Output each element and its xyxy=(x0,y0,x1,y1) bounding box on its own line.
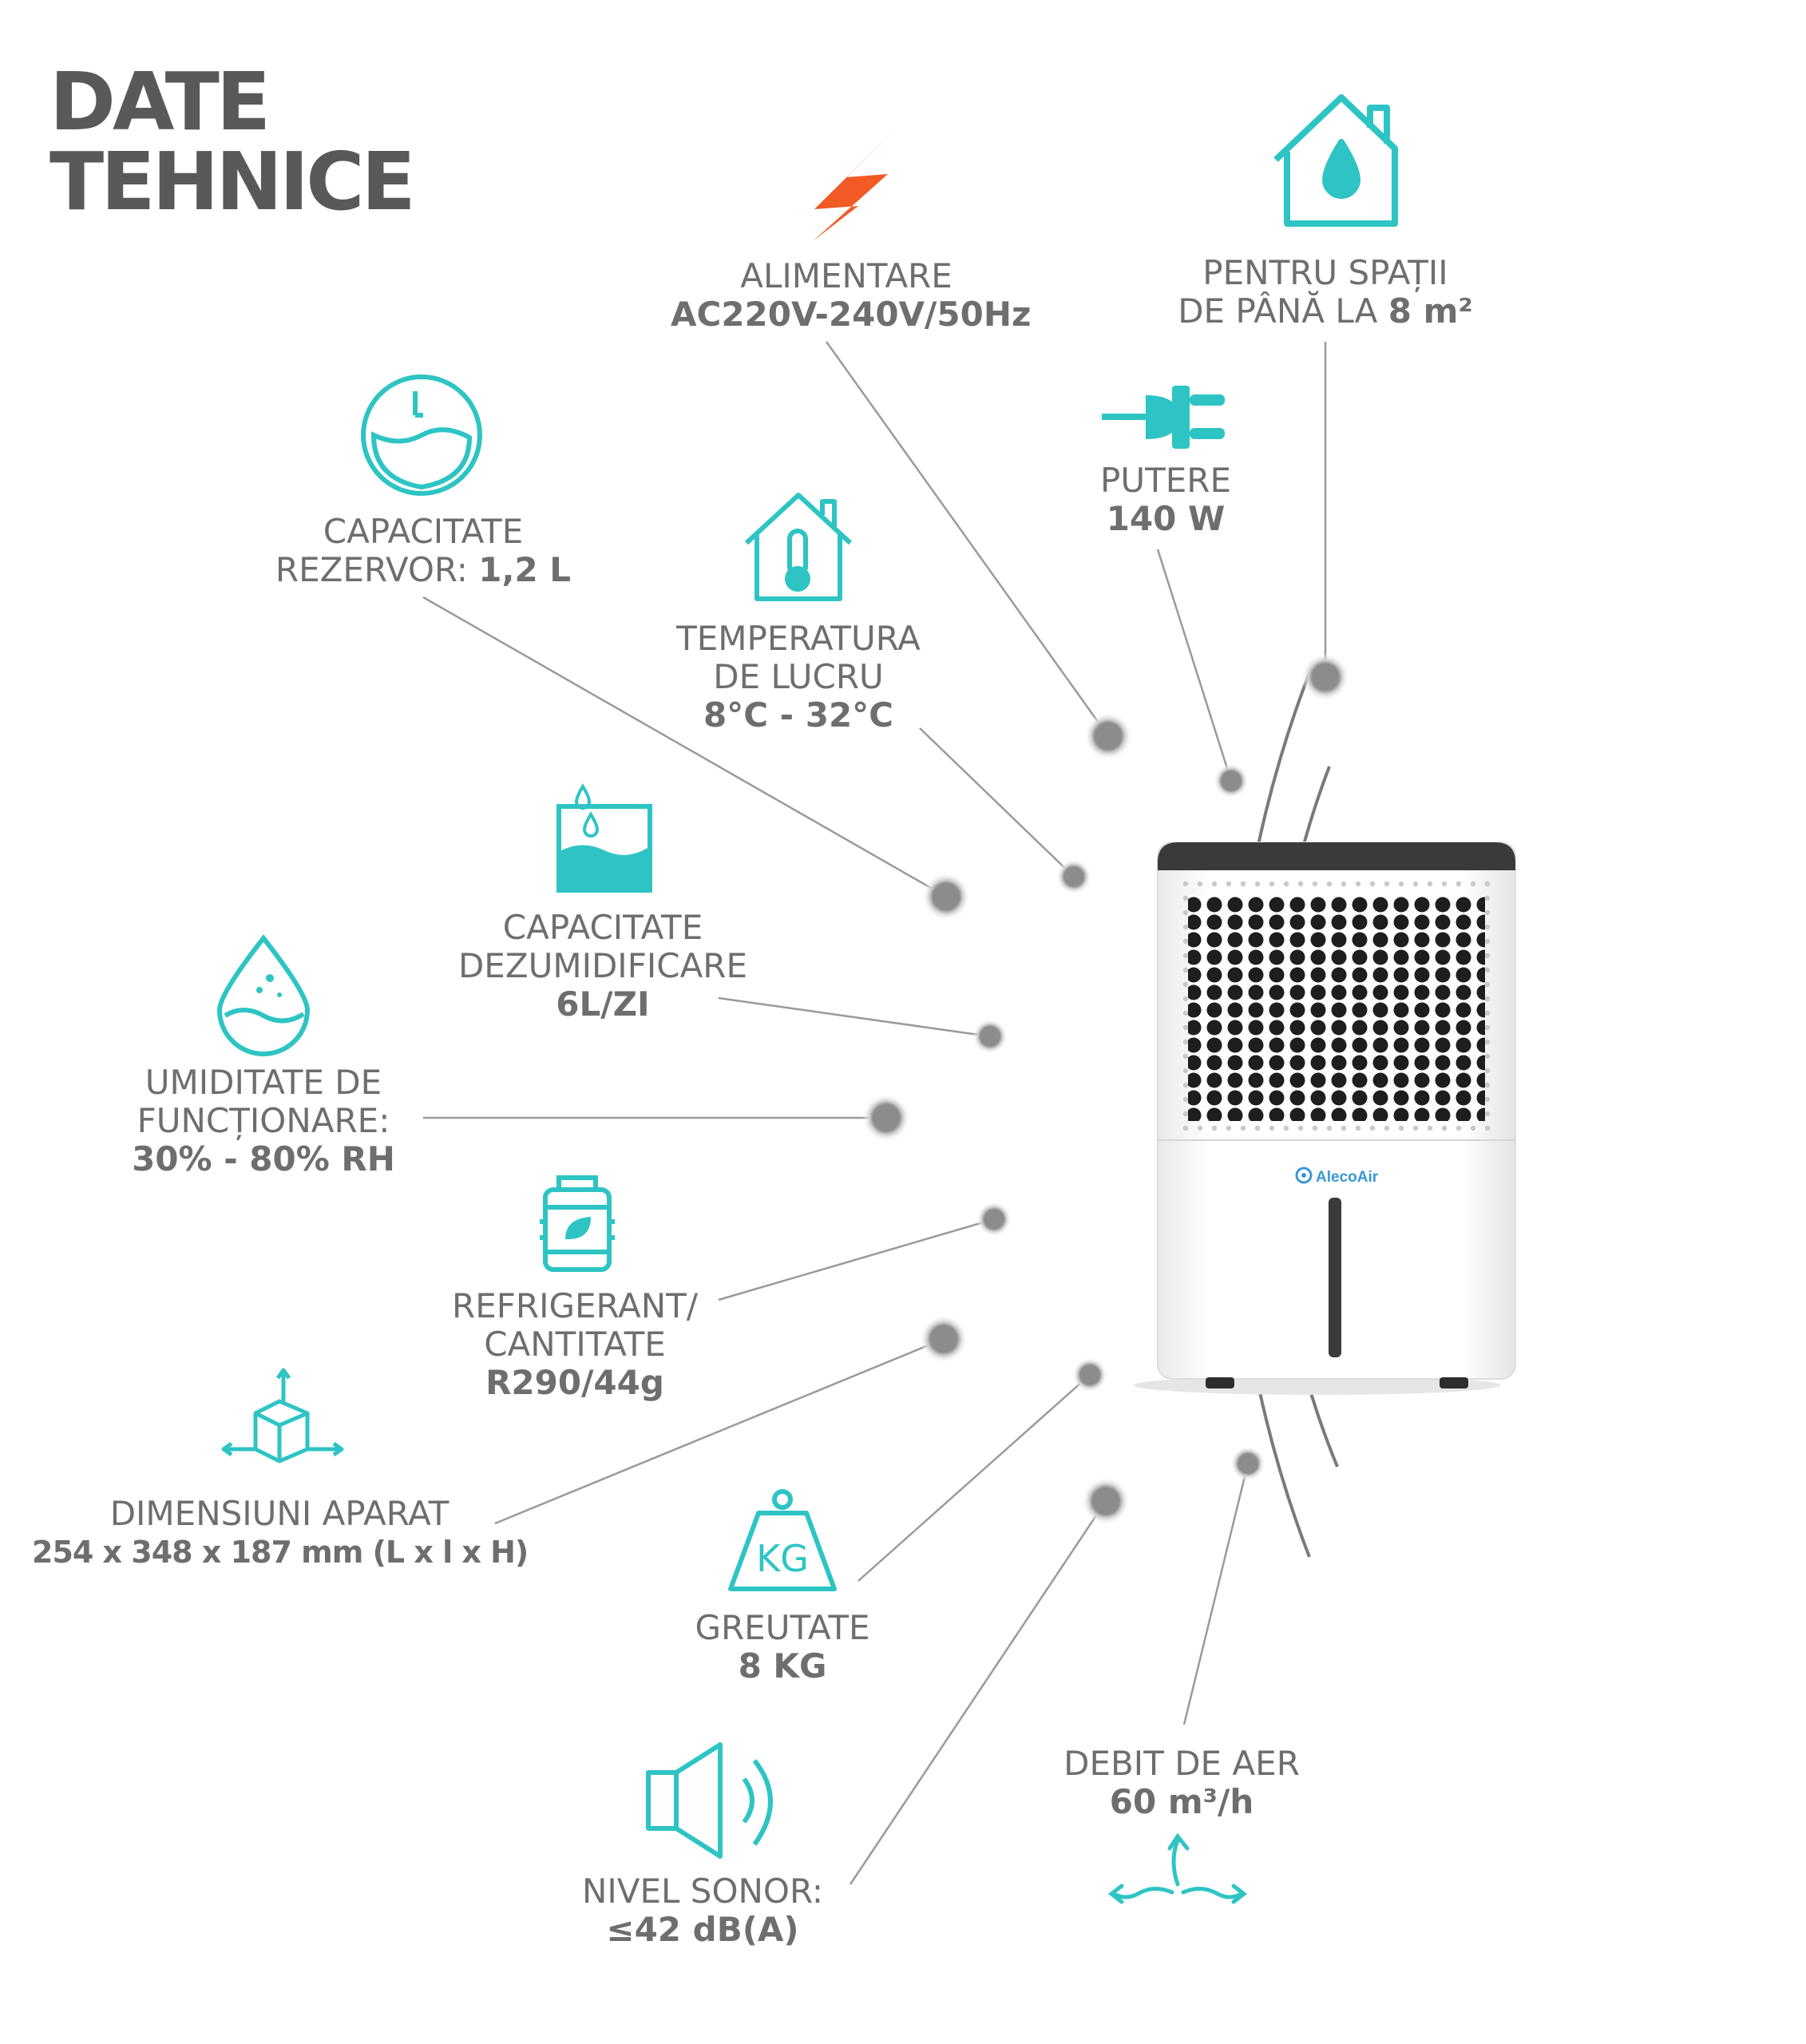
spec-value: AC220V-240V/50Hz xyxy=(671,295,1032,334)
spec-label-2: CANTITATE xyxy=(484,1325,666,1364)
spec-sonor: NIVEL SONOR: ≤42 dB(A) xyxy=(551,1872,854,1949)
spec-label: CAPACITATE xyxy=(323,512,524,551)
humidity-drop-icon xyxy=(216,934,311,1056)
spec-label: ALIMENTARE xyxy=(740,256,953,295)
spec-spatii: PENTRU SPAȚII DE PÂNĂ LA 8 m² xyxy=(1150,254,1501,331)
spec-rezervor: CAPACITATE REZERVOR: 1,2 L xyxy=(255,513,591,589)
spec-label: TEMPERATURA xyxy=(676,619,921,658)
lightning-bolt-icon xyxy=(813,126,898,241)
water-container-icon xyxy=(556,783,652,893)
leader-lines xyxy=(422,341,1327,1885)
spec-label: DIMENSIUNI APARAT xyxy=(109,1494,450,1533)
dimensions-cube-icon xyxy=(221,1368,344,1464)
brand-logo: AlecoAir xyxy=(1316,1169,1379,1186)
spec-dezumidificare: CAPACITATE DEZUMIDIFICARE 6L/ZI xyxy=(431,909,774,1024)
connector-dots xyxy=(862,653,1349,1525)
spec-value: 8 KG xyxy=(738,1646,827,1686)
house-thermometer-icon xyxy=(744,493,853,601)
speaker-sound-icon xyxy=(646,1742,773,1859)
spec-label-2: DEZUMIDIFICARE xyxy=(457,946,748,985)
spec-label: DEBIT DE AER xyxy=(1063,1744,1300,1783)
spec-value: 8 m² xyxy=(1388,291,1473,331)
tank-capacity-icon xyxy=(361,374,482,496)
power-plug-icon xyxy=(1102,386,1225,449)
spec-label-2: DE LUCRU xyxy=(713,657,884,696)
spec-temperatura: TEMPERATURA DE LUCRU 8°C - 32°C xyxy=(639,620,958,735)
spec-dimensiuni: DIMENSIUNI APARAT 254 x 348 x 187 mm (L … xyxy=(32,1494,529,1571)
spec-umiditate: UMIDITATE DE FUNCȚIONARE: 30% - 80% RH xyxy=(104,1064,423,1178)
spec-label: GREUTATE xyxy=(695,1608,870,1647)
spec-debit: DEBIT DE AER 60 m³/h xyxy=(1038,1745,1325,1821)
refrigerant-tank-icon xyxy=(540,1175,615,1272)
page-title-line2: TEHNICE xyxy=(50,135,416,228)
spec-value: 6L/ZI xyxy=(556,984,650,1024)
house-water-drop-icon xyxy=(1273,94,1398,227)
dehumidifier-image: AlecoAir xyxy=(1134,842,1516,1395)
spec-label: PUTERE xyxy=(1100,461,1231,500)
spec-label: PENTRU SPAȚII xyxy=(1202,253,1448,292)
spec-value: ≤42 dB(A) xyxy=(606,1910,799,1949)
page-title-line1: DATE xyxy=(50,55,271,149)
spec-alimentare: ALIMENTARE AC220V-240V/50Hz xyxy=(671,256,1032,334)
spec-label-2: FUNCȚIONARE: xyxy=(137,1101,390,1140)
spec-refrigerant: REFRIGERANT/ CANTITATE R290/44g xyxy=(431,1287,719,1402)
spec-putere: PUTERE 140 W xyxy=(1070,461,1261,538)
spec-value: 140 W xyxy=(1106,499,1226,538)
spec-value: 60 m³/h xyxy=(1109,1782,1254,1821)
spec-label-2: DE PÂNĂ LA xyxy=(1178,291,1388,331)
spec-value: 30% - 80% RH xyxy=(132,1139,395,1178)
weight-kg-label: KG xyxy=(756,1537,809,1580)
spec-greutate: GREUTATE 8 KG xyxy=(663,1609,902,1686)
spec-value: 254 x 348 x 187 mm (L x l x H) xyxy=(32,1535,529,1570)
spec-label: NIVEL SONOR: xyxy=(581,1872,824,1911)
weight-kg-icon xyxy=(728,1489,837,1591)
spec-value: R290/44g xyxy=(485,1363,664,1402)
spec-label: UMIDITATE DE xyxy=(145,1063,382,1102)
spec-label: CAPACITATE xyxy=(502,908,703,947)
spec-value: 8°C - 32°C xyxy=(703,695,893,735)
spec-label-2: REZERVOR: xyxy=(275,550,479,589)
spec-label: REFRIGERANT/ xyxy=(452,1286,698,1325)
spec-value: 1,2 L xyxy=(478,550,572,589)
airflow-arrows-icon xyxy=(1107,1832,1248,1904)
